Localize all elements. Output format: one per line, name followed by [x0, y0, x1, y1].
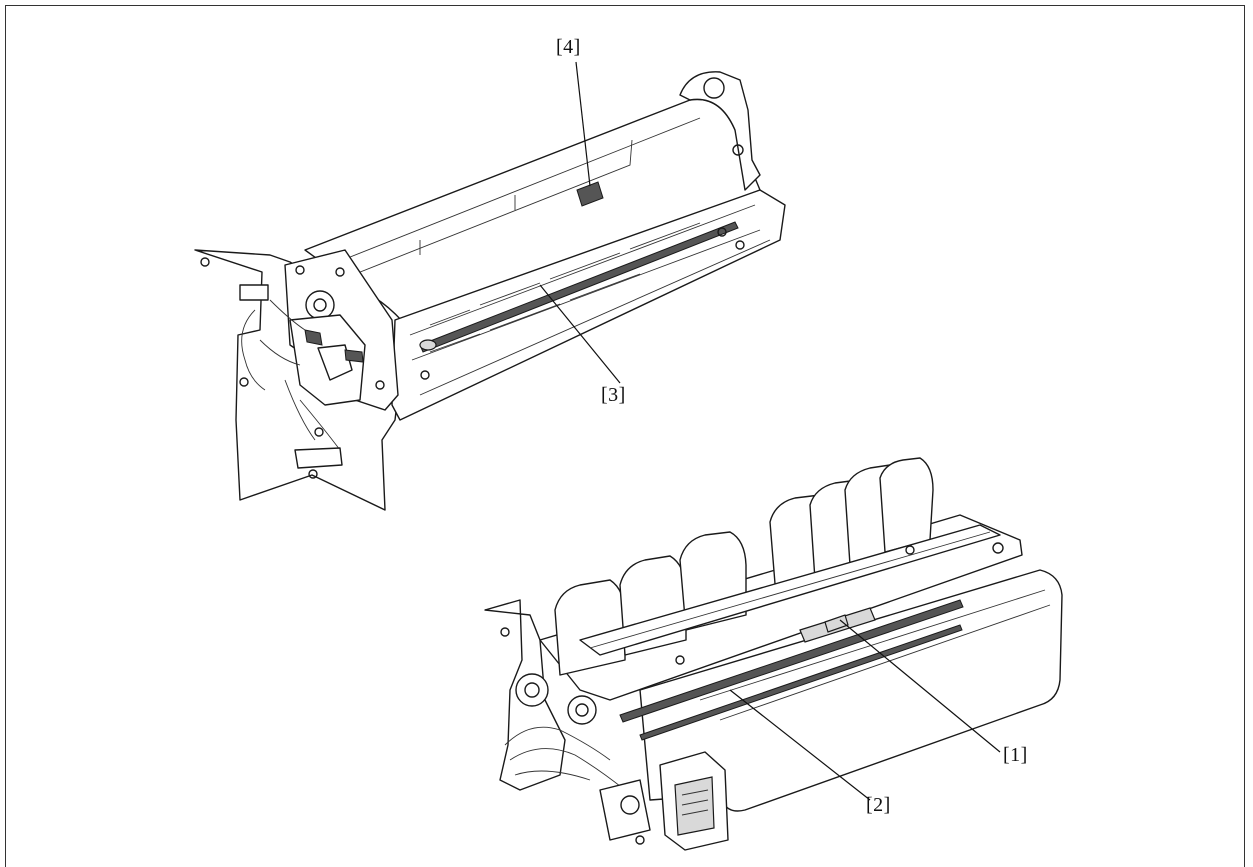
lower-assembly — [484, 457, 1063, 851]
leader-3 — [539, 284, 621, 384]
leader-lines — [539, 61, 1001, 801]
callout-label-1: [1] — [1003, 744, 1028, 766]
callout-label-2: [2] — [866, 794, 891, 816]
callout-label-4: [4] — [556, 36, 581, 58]
leader-2 — [729, 689, 871, 801]
leader-1 — [839, 619, 1001, 753]
leader-4 — [575, 61, 591, 187]
upper-assembly — [194, 71, 786, 511]
figure-frame — [5, 5, 1245, 867]
callout-label-3: [3] — [601, 384, 626, 406]
